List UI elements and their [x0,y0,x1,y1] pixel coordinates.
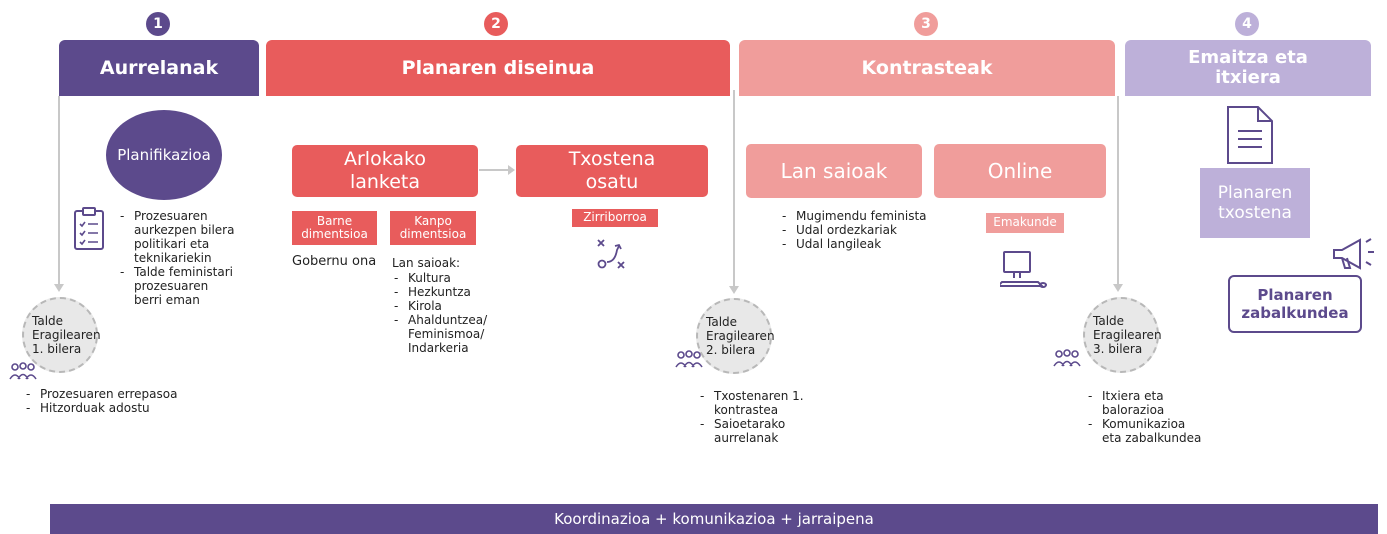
phase-2-header: Planaren diseinua [266,40,730,96]
people-icon [675,350,703,368]
list-item: Udal langileak [780,237,930,251]
people-icon [9,362,37,380]
meeting-3-list: Itxiera eta balorazioa Komunikazioa eta … [1086,389,1208,445]
lan-saioak-box: Lan saioak [746,144,922,198]
meeting-2-label: Talde Eragilearen 2. bilera [706,315,775,357]
phase-3-connector [1117,96,1119,288]
phase-1-number: 1 [146,12,170,36]
arrow-down-3 [1113,284,1123,292]
online-box: Online [934,144,1106,198]
meeting-2-list: Txostenaren 1. kontrastea Saioetarako au… [698,389,828,445]
meeting-3-circle: Talde Eragilearen 3. bilera [1083,297,1162,373]
zirriborroa-tag: Zirriborroa [572,209,658,227]
list-item: Ahalduntzea/ Feminismoa/ Indarkeria [392,313,512,355]
emakunde-tag: Emakunde [986,213,1064,233]
list-item: Hezkuntza [392,285,512,299]
planaren-zabalkundea-button: Planaren zabalkundea [1228,275,1362,333]
computer-icon [1000,251,1047,288]
phase-1-connector [58,96,60,288]
list-item: Komunikazioa eta zabalkundea [1086,417,1208,445]
barne-dimentsioa-tag: Barne dimentsioa [292,211,377,245]
phase-4-number: 4 [1235,12,1259,36]
arrow-down-1 [54,284,64,292]
kanpo-dimentsioa-tag: Kanpo dimentsioa [390,211,476,245]
planaren-txostena-box: Planaren txostena [1200,168,1310,238]
list-item: Kultura [392,271,512,285]
list-item: Prozesuaren errepasoa [24,387,224,401]
meeting-1-list: Prozesuaren errepasoa Hitzorduak adostu [24,387,224,415]
megaphone-icon [1333,238,1374,270]
phase-1-header: Aurrelanak [59,40,259,96]
planifikazioa-circle: Planifikazioa [106,110,222,200]
list-item: Udal ordezkariak [780,223,930,237]
phase-1-list: Prozesuaren aurkezpen bilera politikari … [118,209,236,307]
footer-bar: Koordinazioa + komunikazioa + jarraipena [50,504,1378,534]
list-item: Mugimendu feminista [780,209,930,223]
list-item: Txostenaren 1. kontrastea [698,389,828,417]
gobernu-ona-text: Gobernu ona [292,254,377,269]
list-item: Talde feministari prozesuaren berri eman [118,265,236,307]
clipboard-icon [74,207,104,250]
document-icon [1227,106,1273,164]
list-item: Prozesuaren aurkezpen bilera politikari … [118,209,236,265]
list-item: Kirola [392,299,512,313]
phase-4-header: Emaitza eta itxiera [1125,40,1371,96]
phase-3-header: Kontrasteak [739,40,1115,96]
txostena-osatu-box: Txostena osatu [516,145,708,197]
arrow-down-2 [729,286,739,294]
meeting-1-label: Talde Eragilearen 1. bilera [32,314,101,356]
arlokako-lanketa-box: Arlokako lanketa [292,145,478,197]
list-item: Itxiera eta balorazioa [1086,389,1208,417]
lan-saioak-title: Lan saioak: [392,256,461,270]
phase-2-number: 2 [484,12,508,36]
phase-3-number: 3 [914,12,938,36]
people-icon [1053,349,1081,367]
meeting-1-circle: Talde Eragilearen 1. bilera [22,297,101,373]
phase-2-connector [733,90,735,290]
list-item: Saioetarako aurrelanak [698,417,828,445]
meeting-2-circle: Talde Eragilearen 2. bilera [696,298,775,374]
lan-saioak-list: Kultura Hezkuntza Kirola Ahalduntzea/ Fe… [392,271,512,355]
list-item: Hitzorduak adostu [24,401,224,415]
phase-3-list: Mugimendu feminista Udal ordezkariak Uda… [780,209,930,251]
strategy-icon [597,239,625,269]
meeting-3-label: Talde Eragilearen 3. bilera [1093,314,1162,356]
arrow-right [479,165,515,175]
